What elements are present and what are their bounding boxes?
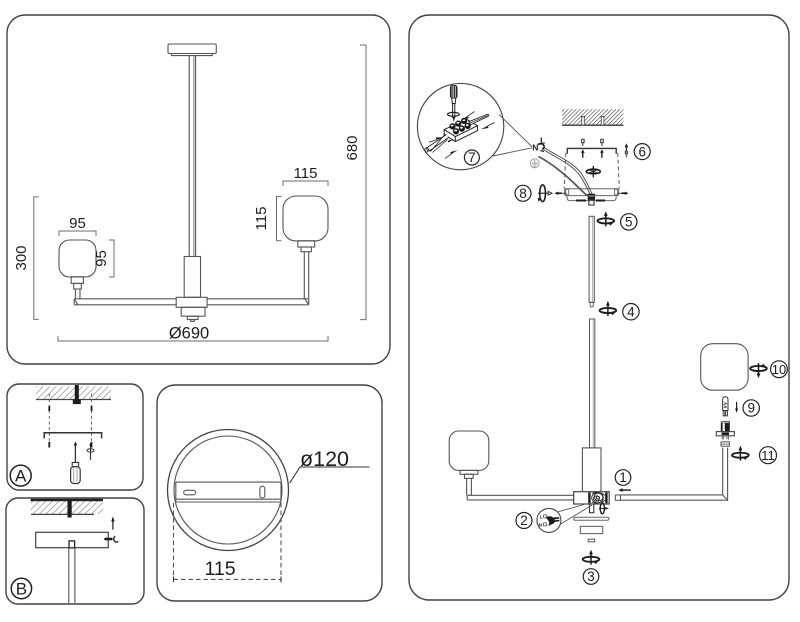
svg-text:95: 95 xyxy=(69,215,86,232)
svg-text:A: A xyxy=(15,467,27,486)
svg-text:7: 7 xyxy=(468,150,476,165)
svg-text:N: N xyxy=(539,523,543,529)
svg-text:300: 300 xyxy=(13,245,30,270)
svg-text:B: B xyxy=(16,580,27,599)
svg-text:5: 5 xyxy=(625,215,633,230)
svg-text:6: 6 xyxy=(638,144,646,159)
svg-text:115: 115 xyxy=(294,165,318,182)
svg-text:L: L xyxy=(540,514,543,520)
svg-text:115: 115 xyxy=(204,558,235,580)
svg-text:4: 4 xyxy=(627,304,635,319)
svg-text:9: 9 xyxy=(747,401,755,416)
svg-text:3: 3 xyxy=(587,569,595,584)
svg-text:2: 2 xyxy=(520,513,528,528)
svg-text:95: 95 xyxy=(93,250,110,267)
svg-text:11: 11 xyxy=(761,448,775,463)
svg-text:N: N xyxy=(532,142,538,152)
svg-text:1: 1 xyxy=(619,470,627,485)
svg-text:680: 680 xyxy=(344,135,361,160)
svg-text:10: 10 xyxy=(772,362,786,377)
svg-text:Ø690: Ø690 xyxy=(169,325,209,343)
svg-text:L: L xyxy=(540,136,545,146)
svg-text:115: 115 xyxy=(253,207,270,231)
svg-text:8: 8 xyxy=(519,186,527,201)
